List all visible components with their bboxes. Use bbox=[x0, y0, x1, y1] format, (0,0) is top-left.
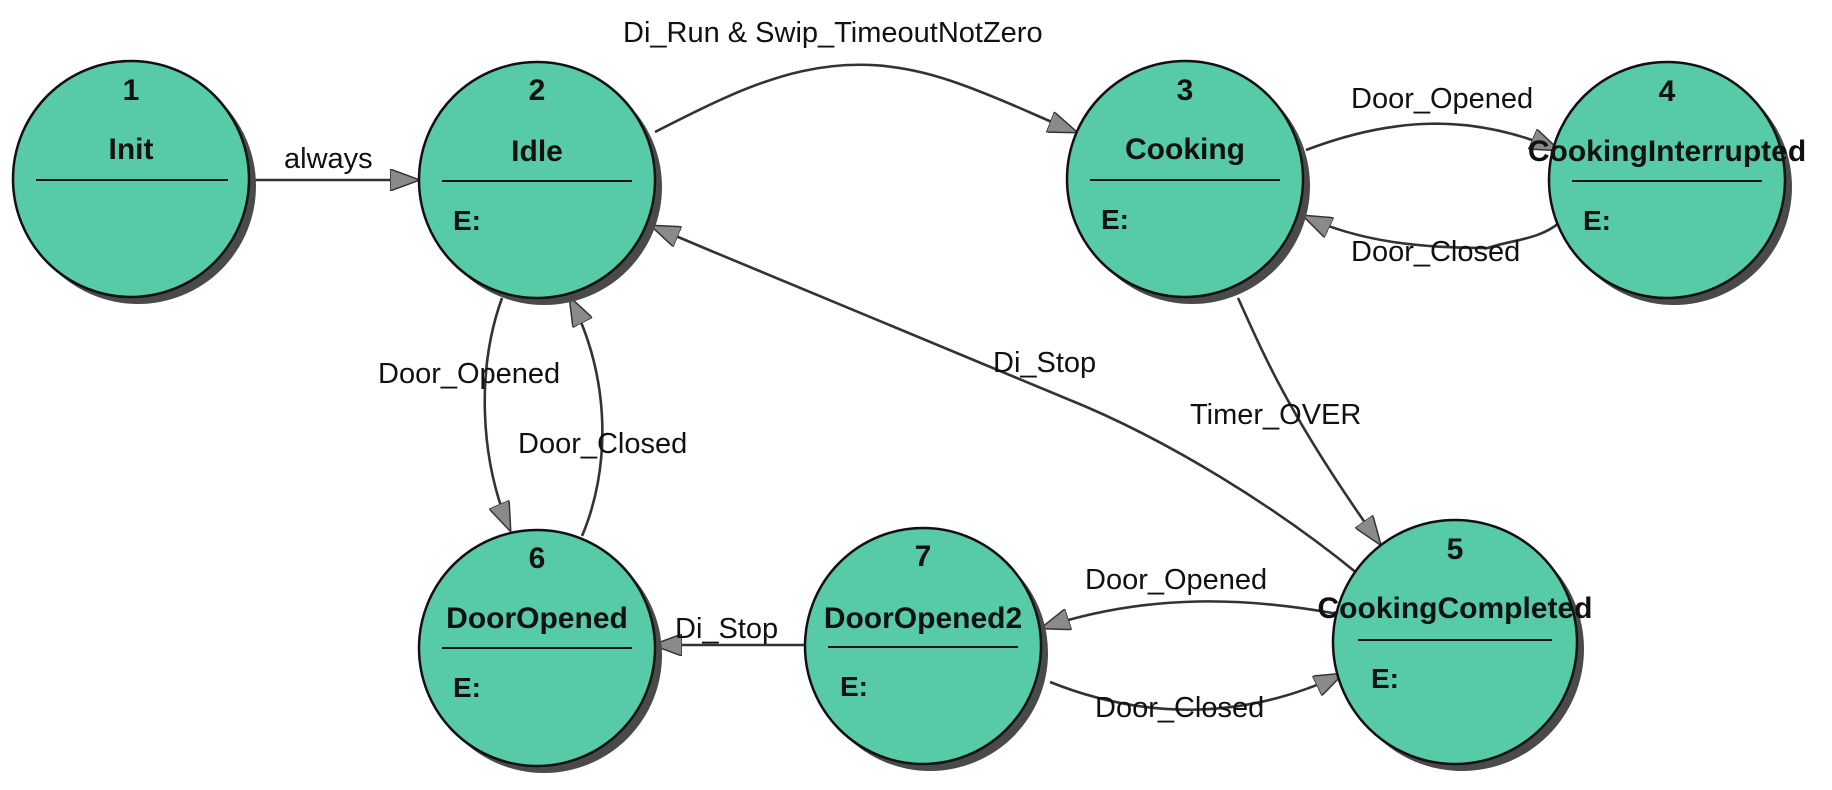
transition-init-to-idle[interactable]: always bbox=[252, 143, 418, 180]
state-entry-action: E: bbox=[453, 672, 481, 703]
state-name: CookingCompleted bbox=[1318, 592, 1593, 625]
state-entry-action: E: bbox=[1371, 663, 1399, 694]
state-cooking[interactable]: 3 Cooking E: bbox=[1065, 59, 1310, 304]
transition-cookingcompleted-to-idle[interactable]: Di_Stop bbox=[652, 226, 1359, 576]
transition-dooropened2-to-dooropened[interactable]: Di_Stop bbox=[654, 613, 808, 645]
transitions: always Di_Run & Swip_TimeoutNotZero Door… bbox=[252, 17, 1560, 724]
state-name: Idle bbox=[511, 135, 563, 168]
transition-label: Door_Opened bbox=[1351, 83, 1533, 115]
state-number: 7 bbox=[915, 540, 932, 573]
transition-label: always bbox=[284, 143, 373, 175]
state-cookinginterrupted[interactable]: 4 CookingInterrupted E: bbox=[1528, 60, 1806, 305]
state-entry-action: E: bbox=[1583, 205, 1611, 236]
state-entry-action: E: bbox=[840, 671, 868, 702]
state-number: 2 bbox=[529, 74, 546, 107]
transition-dooropened2-to-cookingcompleted[interactable]: Door_Closed bbox=[1049, 674, 1342, 724]
state-dooropened[interactable]: 6 DoorOpened E: bbox=[417, 528, 662, 773]
state-name: DoorOpened bbox=[446, 602, 628, 635]
state-idle[interactable]: 2 Idle E: bbox=[417, 60, 662, 305]
transition-label: Di_Run & Swip_TimeoutNotZero bbox=[623, 17, 1043, 49]
transition-cooking-to-cookingcompleted[interactable]: Timer_OVER bbox=[1190, 297, 1380, 544]
state-number: 5 bbox=[1447, 533, 1464, 566]
state-name: DoorOpened2 bbox=[824, 602, 1022, 635]
states: 1 Init 2 Idle E: 3 Cooking E: 4 bbox=[11, 59, 1806, 773]
state-name: CookingInterrupted bbox=[1528, 135, 1806, 168]
transition-idle-to-dooropened[interactable]: Door_Opened bbox=[378, 297, 560, 530]
transition-cooking-to-cookinginterrupted[interactable]: Door_Opened bbox=[1305, 83, 1558, 150]
transition-label: Door_Opened bbox=[1085, 564, 1267, 596]
state-entry-action: E: bbox=[1101, 204, 1129, 235]
transition-label: Di_Stop bbox=[993, 347, 1096, 379]
transition-cookinginterrupted-to-cooking[interactable]: Door_Closed bbox=[1304, 216, 1561, 268]
transition-label: Door_Closed bbox=[518, 428, 687, 460]
state-init[interactable]: 1 Init bbox=[11, 59, 256, 304]
state-entry-action: E: bbox=[453, 205, 481, 236]
state-name: Init bbox=[109, 133, 154, 166]
transition-label: Door_Closed bbox=[1351, 236, 1520, 268]
transition-idle-to-cooking[interactable]: Di_Run & Swip_TimeoutNotZero bbox=[623, 17, 1076, 132]
transition-label: Door_Opened bbox=[378, 358, 560, 390]
transition-label: Timer_OVER bbox=[1190, 399, 1361, 431]
transition-cookingcompleted-to-dooropened2[interactable]: Door_Opened bbox=[1042, 564, 1339, 628]
state-number: 4 bbox=[1659, 75, 1676, 108]
state-number: 1 bbox=[123, 74, 140, 107]
state-number: 3 bbox=[1177, 74, 1194, 107]
transition-label: Door_Closed bbox=[1095, 692, 1264, 724]
transition-label: Di_Stop bbox=[675, 613, 778, 645]
state-dooropened2[interactable]: 7 DoorOpened2 E: bbox=[803, 526, 1048, 771]
state-cookingcompleted[interactable]: 5 CookingCompleted E: bbox=[1318, 518, 1593, 771]
state-name: Cooking bbox=[1125, 133, 1245, 166]
transition-dooropened-to-idle[interactable]: Door_Closed bbox=[518, 298, 687, 537]
state-number: 6 bbox=[529, 542, 546, 575]
